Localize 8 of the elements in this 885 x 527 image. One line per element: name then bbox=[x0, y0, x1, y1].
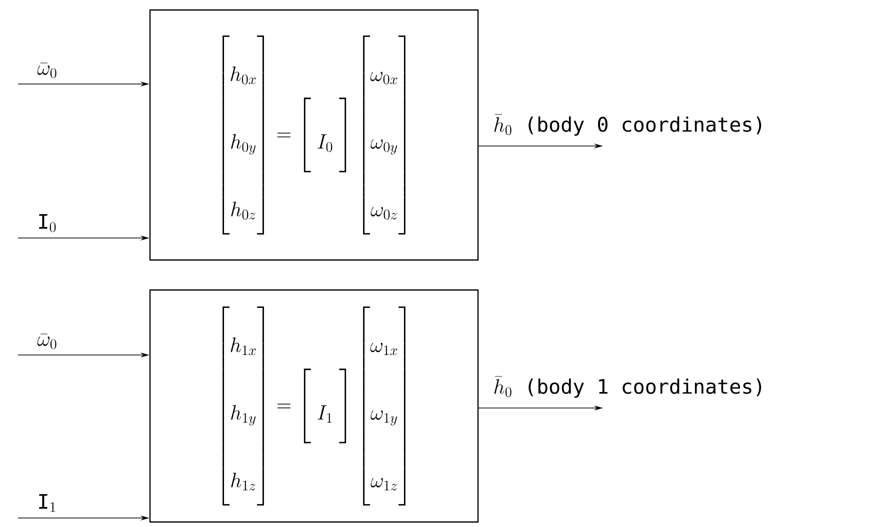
edge-label: $\bar{\omega}_{0}$ bbox=[37, 62, 56, 78]
edge-label: $\bar{h}_{0}\ \text{(body 1 coordinates)}$ bbox=[494, 376, 762, 398]
edge-label: $\bar{h}_{0}\ \text{(body 0 coordinates)}$ bbox=[494, 114, 762, 136]
equation-box: $\begin{bmatrix} h_{0x} \\ h_{0y} \\ h_{0z} \end{bmatrix} = \begin{bmatrix} \; I_{0} \; \end{bmatrix} \begin{bmatrix} \omega_{0x} \\ \omega_{0y} \\ \omega_{0z} \end{bmatrix}$ bbox=[149, 9, 479, 261]
edge-label: $\bar{\omega}_{0}$ bbox=[37, 334, 56, 350]
equation-box: $\begin{bmatrix} h_{1x} \\ h_{1y} \\ h_{1z} \end{bmatrix} = \begin{bmatrix} \; I_{1} \; \end{bmatrix} \begin{bmatrix} \omega_{1x} \\ \omega_{1y} \\ \omega_{1z} \end{bmatrix}$ bbox=[149, 289, 479, 523]
edge-label: $\mathrm{I}_{1}$ bbox=[39, 494, 56, 512]
edge-label: $\mathrm{I}_{0}$ bbox=[39, 214, 56, 232]
